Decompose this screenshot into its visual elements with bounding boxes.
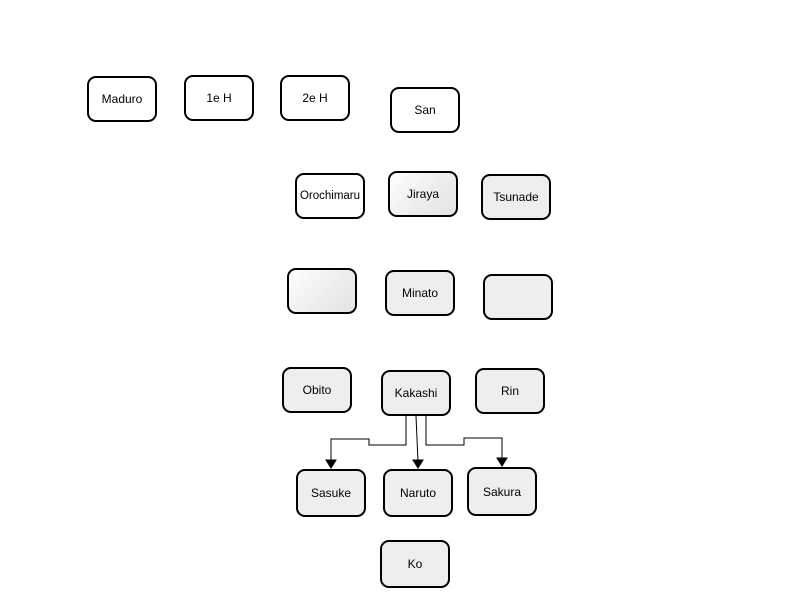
node-first-h[interactable]: 1e H — [184, 75, 254, 121]
node-obito[interactable]: Obito — [282, 367, 352, 413]
node-ko[interactable]: Ko — [380, 540, 450, 588]
edge-kakashi-sakura[interactable] — [425, 416, 508, 467]
node-tsunade[interactable]: Tsunade — [481, 174, 551, 220]
node-maduro[interactable]: Maduro — [87, 76, 157, 122]
node-label: 1e H — [206, 91, 232, 105]
node-label: Sakura — [482, 484, 522, 499]
node-label: Maduro — [101, 92, 143, 106]
node-label: Rin — [500, 384, 519, 398]
node-label: Sasuke — [310, 486, 352, 500]
edge-kakashi-naruto[interactable] — [412, 415, 424, 469]
node-label: San — [414, 103, 436, 117]
node-orochimaru[interactable]: Orochimaru — [295, 173, 365, 219]
node-label: Minato — [401, 286, 439, 300]
node-naruto[interactable]: Naruto — [383, 469, 453, 517]
node-sakura[interactable]: Sakura — [467, 467, 537, 516]
node-label: Kakashi — [394, 386, 438, 400]
node-minato[interactable]: Minato — [385, 270, 455, 316]
node-empty-right[interactable] — [483, 274, 553, 320]
node-label: Obito — [302, 383, 332, 397]
node-label: Naruto — [399, 486, 437, 500]
node-jiraya[interactable]: Jiraya — [388, 171, 458, 217]
node-label: Orochimaru — [299, 190, 361, 202]
node-label: Ko — [407, 557, 423, 571]
node-kakashi[interactable]: Kakashi — [381, 370, 451, 416]
node-second-h[interactable]: 2e H — [280, 75, 350, 121]
node-sasuke[interactable]: Sasuke — [296, 469, 366, 517]
node-label: Jiraya — [406, 187, 439, 201]
edge-kakashi-sasuke[interactable] — [325, 416, 407, 469]
node-label: Tsunade — [493, 190, 539, 204]
node-san[interactable]: San — [390, 87, 460, 133]
node-empty-left[interactable] — [287, 268, 357, 314]
node-label: 2e H — [302, 91, 328, 105]
node-rin[interactable]: Rin — [475, 368, 545, 414]
